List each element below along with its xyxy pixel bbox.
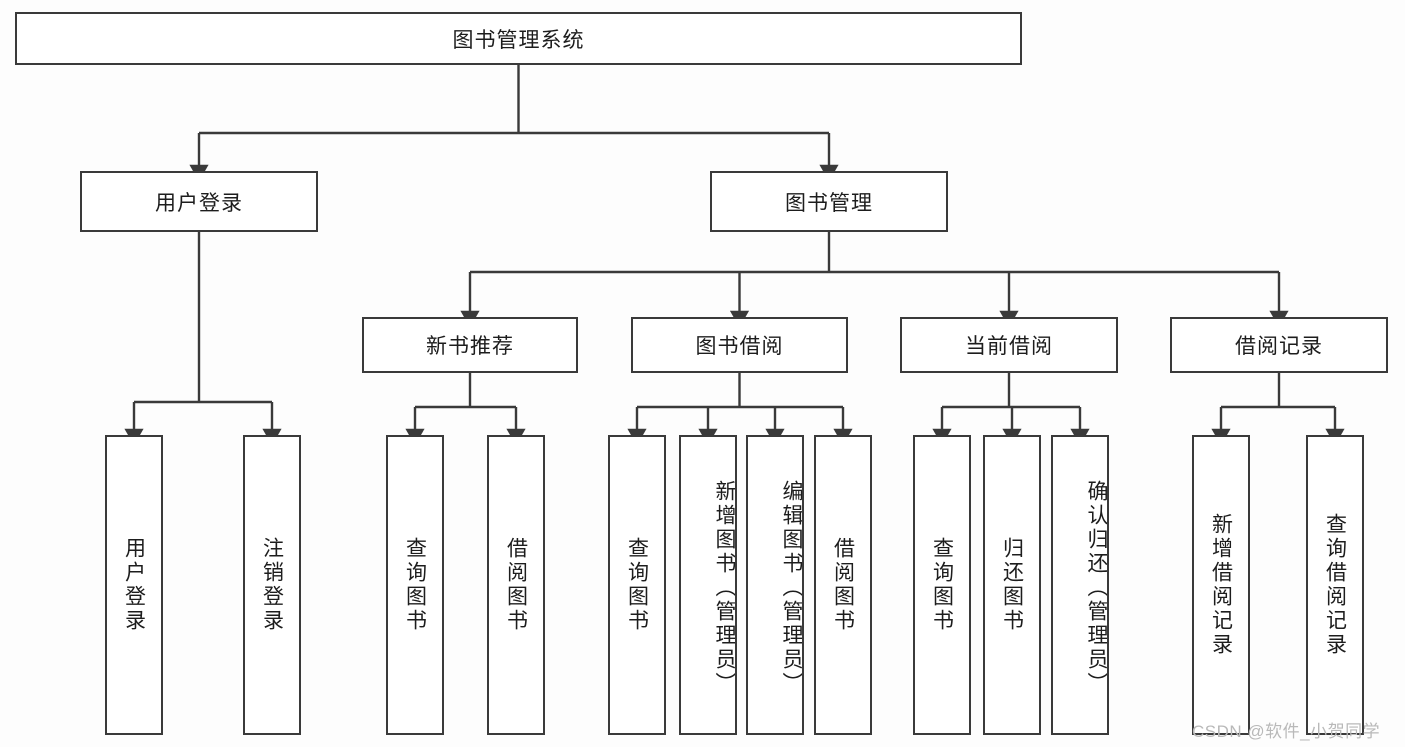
node-newbook[interactable]: 新书推荐 xyxy=(362,317,578,373)
node-r_query[interactable]: 查询借阅记录 xyxy=(1306,435,1364,735)
node-current[interactable]: 当前借阅 xyxy=(900,317,1118,373)
node-bookmgmt[interactable]: 图书管理 xyxy=(710,171,948,232)
node-label: 查询图书 xyxy=(625,537,649,633)
node-login[interactable]: 用户登录 xyxy=(80,171,318,232)
node-borrow[interactable]: 图书借阅 xyxy=(631,317,848,373)
node-l_logout[interactable]: 注销登录 xyxy=(243,435,301,735)
watermark-label: CSDN @软件_小贺同学 xyxy=(1192,722,1381,741)
node-r_add[interactable]: 新增借阅记录 xyxy=(1192,435,1250,735)
node-c_return[interactable]: 归还图书 xyxy=(983,435,1041,735)
node-b_add[interactable]: 新增图书（管理员） xyxy=(679,435,737,735)
node-label: 新增图书（管理员） xyxy=(713,480,736,696)
node-label: 确认归还（管理员） xyxy=(1085,480,1108,696)
node-label: 借阅图书 xyxy=(504,537,528,633)
node-root[interactable]: 图书管理系统 xyxy=(15,12,1022,65)
node-b_take[interactable]: 借阅图书 xyxy=(814,435,872,735)
node-label: 借阅图书 xyxy=(831,537,855,633)
node-label: 注销登录 xyxy=(260,537,284,633)
node-label: 编辑图书（管理员） xyxy=(780,480,803,696)
node-label: 归还图书 xyxy=(1000,537,1024,633)
node-b_query[interactable]: 查询图书 xyxy=(608,435,666,735)
node-label: 用户登录 xyxy=(155,191,243,215)
node-c_confirm[interactable]: 确认归还（管理员） xyxy=(1051,435,1109,735)
node-label: 图书管理系统 xyxy=(452,28,585,52)
node-n_borrow[interactable]: 借阅图书 xyxy=(487,435,545,735)
node-label: 借阅记录 xyxy=(1235,335,1323,358)
node-label: 图书借阅 xyxy=(695,335,784,358)
node-label: 新书推荐 xyxy=(426,335,514,358)
node-label: 图书管理 xyxy=(785,191,873,215)
node-l_login[interactable]: 用户登录 xyxy=(105,435,163,735)
node-label: 查询图书 xyxy=(403,537,427,633)
node-label: 查询借阅记录 xyxy=(1323,513,1347,657)
node-n_query[interactable]: 查询图书 xyxy=(386,435,444,735)
node-label: 用户登录 xyxy=(122,537,146,633)
node-label: 查询图书 xyxy=(930,537,954,633)
node-b_edit[interactable]: 编辑图书（管理员） xyxy=(746,435,804,735)
node-label: 新增借阅记录 xyxy=(1209,513,1233,657)
node-records[interactable]: 借阅记录 xyxy=(1170,317,1388,373)
node-c_query[interactable]: 查询图书 xyxy=(913,435,971,735)
node-label: 当前借阅 xyxy=(965,335,1053,358)
connector-lines xyxy=(124,65,1345,446)
